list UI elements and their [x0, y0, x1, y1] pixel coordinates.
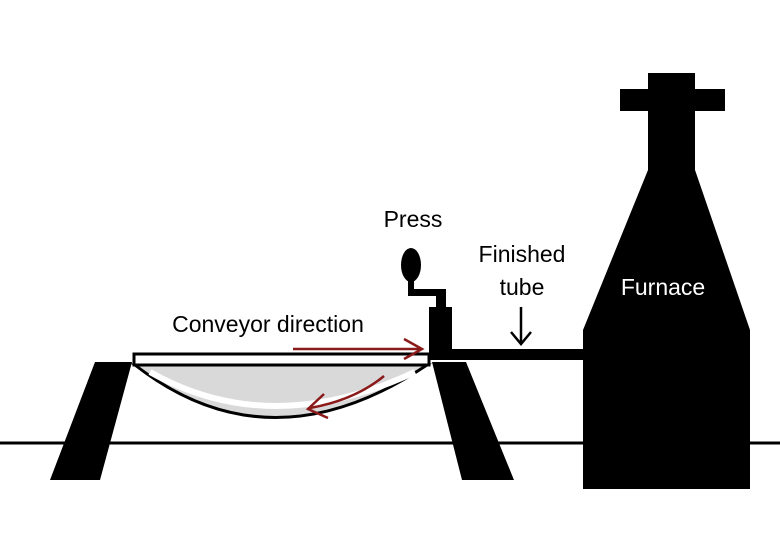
right-support-leg [432, 362, 514, 480]
conveyor-direction-label: Conveyor direction [172, 311, 364, 337]
left-support-leg [50, 362, 132, 480]
furnace-label: Furnace [621, 274, 705, 300]
forward-direction-arrow [293, 337, 425, 361]
finished-tube-pointer-arrow [510, 307, 532, 346]
finished-tube [429, 349, 591, 360]
furnace-body [583, 170, 750, 489]
furnace-chimney [648, 73, 695, 173]
press-handle-stem [408, 280, 414, 294]
finished-tube-label-line1: Finished [479, 241, 566, 267]
conveyor-belt-inner-curve [148, 369, 417, 409]
press-body [429, 307, 452, 359]
furnace [583, 73, 750, 489]
press [401, 248, 452, 359]
press-crank-pivot [436, 289, 446, 309]
press-handle-knob [401, 248, 421, 282]
return-direction-arrow [305, 375, 385, 420]
press-crank-arm [408, 289, 446, 296]
conveyor-direction-arrows [293, 337, 425, 420]
finished-tube-label-line2: tube [500, 274, 545, 300]
conveyor-belt-top-rail [132, 352, 431, 367]
conveyor-belt [130, 352, 432, 419]
press-label: Press [384, 206, 443, 232]
conveyor-belt-trough [130, 363, 432, 419]
